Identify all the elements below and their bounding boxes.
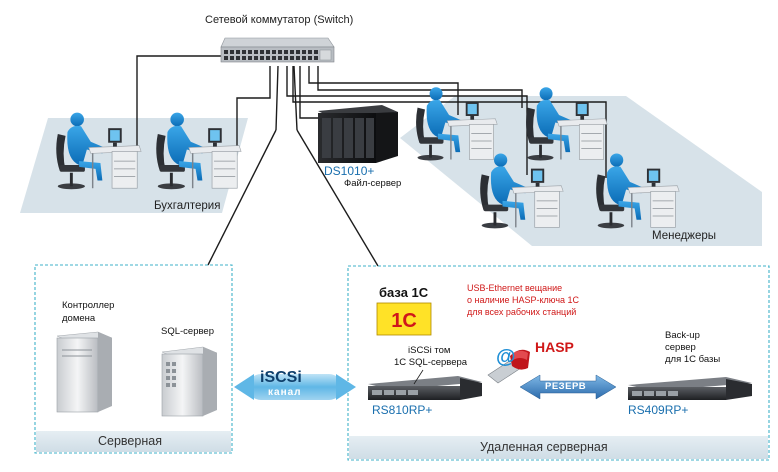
file-server-caption: Файл-сервер bbox=[344, 178, 402, 189]
file-server-ds1010 bbox=[318, 105, 398, 163]
backup-server-model: RS409RP+ bbox=[628, 403, 689, 417]
accounting-label: Бухгалтерия bbox=[154, 200, 221, 212]
logo-1c: 1С bbox=[376, 302, 432, 336]
backup-label-3: для 1С базы bbox=[665, 354, 721, 365]
usb-note-line-3: для всех рабочих станций bbox=[467, 307, 577, 317]
primary-server-model: RS810RP+ bbox=[372, 403, 433, 417]
domain-controller-label-2: домена bbox=[62, 313, 96, 324]
iscsi-channel-label: канал bbox=[268, 387, 302, 398]
iscsi-volume-label-2: 1С SQL-сервера bbox=[394, 357, 468, 368]
rs810-rack-server bbox=[368, 376, 482, 400]
rs409-rack-server bbox=[628, 377, 752, 400]
sql-server-label: SQL-сервер bbox=[161, 326, 214, 337]
reserve-arrow bbox=[519, 374, 617, 400]
backup-label-2: сервер bbox=[665, 342, 696, 353]
usb-note-line-1: USB-Ethernet вещание bbox=[467, 283, 563, 293]
logo-1c-text: 1С bbox=[391, 310, 417, 332]
file-server-model: DS1010+ bbox=[324, 164, 375, 178]
remote-server-room bbox=[347, 265, 770, 461]
switch-title: Сетевой коммутатор (Switch) bbox=[205, 14, 354, 26]
domain-controller-label-1: Контроллер bbox=[62, 300, 115, 311]
server-room bbox=[34, 264, 233, 454]
managers-label: Менеджеры bbox=[652, 230, 717, 242]
sql-server bbox=[161, 346, 218, 417]
usb-note-line-2: о наличие HASP-ключа 1С bbox=[467, 295, 580, 305]
reserve-label: РЕЗЕРВ bbox=[545, 381, 587, 392]
remote-room-title: Удаленная серверная bbox=[480, 440, 608, 454]
server-room-title: Серверная bbox=[98, 434, 162, 448]
domain-controller-server bbox=[56, 331, 113, 413]
network-switch bbox=[220, 37, 335, 63]
base-1c-label: база 1С bbox=[379, 285, 429, 300]
hasp-label: HASP bbox=[535, 339, 574, 355]
iscsi-volume-label-1: iSCSi том bbox=[408, 345, 451, 356]
iscsi-label: iSCSi bbox=[260, 369, 302, 386]
backup-label-1: Back-up bbox=[665, 330, 700, 341]
volume-pointer bbox=[413, 369, 424, 385]
network-cables bbox=[136, 55, 607, 267]
iscsi-channel bbox=[234, 374, 356, 400]
at-sign-icon: @ bbox=[496, 346, 516, 368]
hasp-key: @ bbox=[487, 346, 530, 384]
